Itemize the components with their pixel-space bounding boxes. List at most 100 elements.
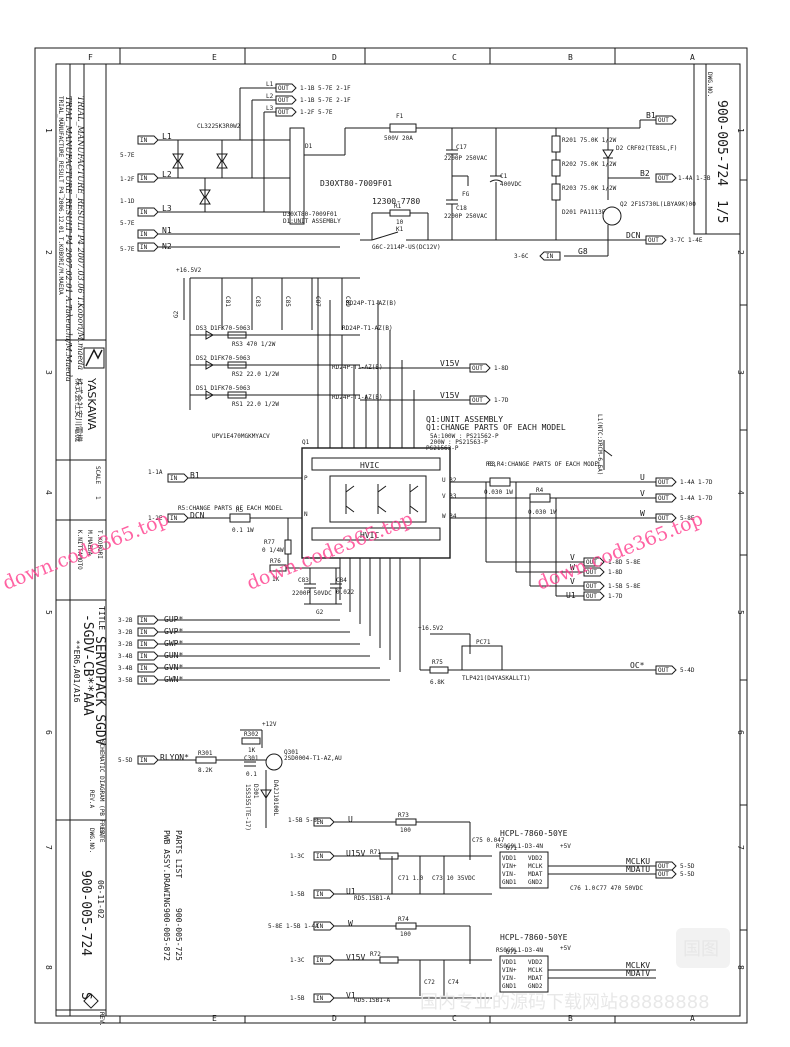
svg-text:OUT: OUT [278,109,289,116]
svg-text:OUT: OUT [658,495,669,502]
svg-text:C84: C84 [336,577,347,584]
grid-number: 4 [736,490,745,495]
svg-text:IN: IN [140,677,148,684]
svg-text:V15V: V15V [346,953,365,962]
svg-text:B1: B1 [646,111,656,120]
input-symbol: N1 [162,226,172,235]
svg-text:1-5B 5-8E: 1-5B 5-8E [608,583,641,590]
grid-number: 5 [44,610,53,615]
port-in-g8 [539,251,561,261]
svg-text:DCN: DCN [190,511,205,520]
svg-text:OUT: OUT [586,559,597,566]
svg-text:1-7D: 1-7D [608,593,623,600]
c75-label: C75 0.047 [472,837,505,844]
svg-text:VDD1: VDD1 [502,855,517,862]
resistor-rs2 [227,361,247,369]
svg-text:RD5.1SB1-A: RD5.1SB1-A [354,997,391,1004]
svg-text:8.2K: 8.2K [198,767,213,774]
svg-text:MDATV: MDATV [626,969,650,978]
svg-text:5-8E 1-5B 1-4A: 5-8E 1-5B 1-4A [268,923,319,930]
svg-text:V1: V1 [346,991,356,1000]
q1-change-note: Q1:CHANGE PARTS OF EACH MODEL [426,423,566,432]
company-name-jp: 株式会社安川電機 [74,378,84,442]
jumper-label: L1(NTC:XRCM-6,5A) [596,414,603,475]
grid-letter: B [568,1014,573,1023]
tvs-diode [199,189,211,199]
diode-d301 [260,789,272,799]
port-out-l2 [275,95,297,105]
svg-text:OUT: OUT [658,863,669,870]
svg-text:U15V: U15V [346,849,365,858]
relay-coil: G6C-2114P-US(DC12V) [372,244,441,251]
title-sub: SCHEMATIC DIAGRAM (PB FREE) [98,740,105,838]
svg-text:IN: IN [140,231,148,238]
svg-text:U: U [348,815,353,824]
svg-text:VDD1: VDD1 [502,959,517,966]
svg-text:DCN: DCN [626,231,641,240]
svg-text:3-7C 1-4E: 3-7C 1-4E [670,237,703,244]
svg-text:U1: U1 [346,887,356,896]
port-in-dcn [167,513,189,523]
svg-text:1K: 1K [248,747,256,754]
svg-text:MCLK: MCLK [528,863,543,870]
port-in-gwp [137,639,159,649]
svg-text:0 1/4W: 0 1/4W [262,547,284,554]
svg-text:国图: 国图 [683,939,719,960]
svg-text:C1: C1 [500,173,508,180]
pwb-label: PWB ASSY.DRAWING [162,830,171,907]
svg-text:MDAT: MDAT [528,975,543,982]
svg-text:R75: R75 [432,659,443,666]
r71-label: R71 [370,849,381,856]
svg-text:R4: R4 [536,487,544,494]
svg-text:OUT: OUT [658,667,669,674]
r201-label: R201 75.0K 1/2W [562,137,617,144]
svg-text:IN: IN [316,853,324,860]
svg-text:IN: IN [316,957,324,964]
supply-label: +16.5V2 [176,267,202,274]
svg-text:C71 1.0: C71 1.0 [398,875,424,882]
port-in-u-sense [313,817,335,827]
date-value: 06-11-02 [96,880,105,919]
svg-text:100: 100 [400,931,411,938]
grid-number: 7 [736,845,745,850]
grid-number: 8 [736,965,745,970]
svg-text:HVIC: HVIC [360,531,379,540]
svg-text:MCLK: MCLK [528,967,543,974]
port-out-v-tap-2 [583,581,605,591]
d2-label: D2 CRF02(TE85L,F) [616,145,677,152]
grid-number: 3 [44,370,53,375]
svg-text:6.8K: 6.8K [430,679,445,686]
svg-text:C18: C18 [456,205,467,212]
sensor-ic-u71 [499,851,549,889]
approved-by: K.NITTAMOTO [76,530,83,570]
grid-letter: A [690,1014,695,1023]
port-in-u15v [313,851,335,861]
port-in-rlyon [137,755,159,765]
grid-numbers-left: 1 2 3 4 5 6 7 8 [44,128,53,970]
d301-part: 1SS355(TE-17) [244,784,251,831]
port-out-l3 [275,107,297,117]
svg-text:OUT: OUT [472,365,483,372]
svg-text:100: 100 [400,827,411,834]
svg-text:R74: R74 [398,916,409,923]
resistor-rs1 [227,391,247,399]
svg-text:1-8D 5-8E: 1-8D 5-8E [608,559,641,566]
svg-text:1-3C: 1-3C [290,957,305,964]
port-out-dcn [645,235,667,245]
ds2-label: DS2 D1FK70-5063 [196,355,251,362]
svg-text:1-4A 1-7D: 1-4A 1-7D [680,479,713,486]
overlay-logo: 国图 [676,928,730,968]
ds3-label: DS3 D1FK70-5063 [196,325,251,332]
svg-text:OUT: OUT [472,397,483,404]
svg-text:C89: C89 [344,296,351,307]
output-ref: 1-1B 5-7E 2-1F [300,97,351,104]
port-in-gup [137,615,159,625]
cl-part: CL3225K3R0W2 [197,123,241,130]
svg-text:IN: IN [170,475,178,482]
sensor-part: HCPL-7860-50YE [500,829,568,838]
zener-label: RD24P-T1-AZ(B) [342,325,393,332]
grid-letter: F [88,53,93,62]
output-symbol: L2 [266,93,274,100]
tvs-diode [172,153,184,163]
